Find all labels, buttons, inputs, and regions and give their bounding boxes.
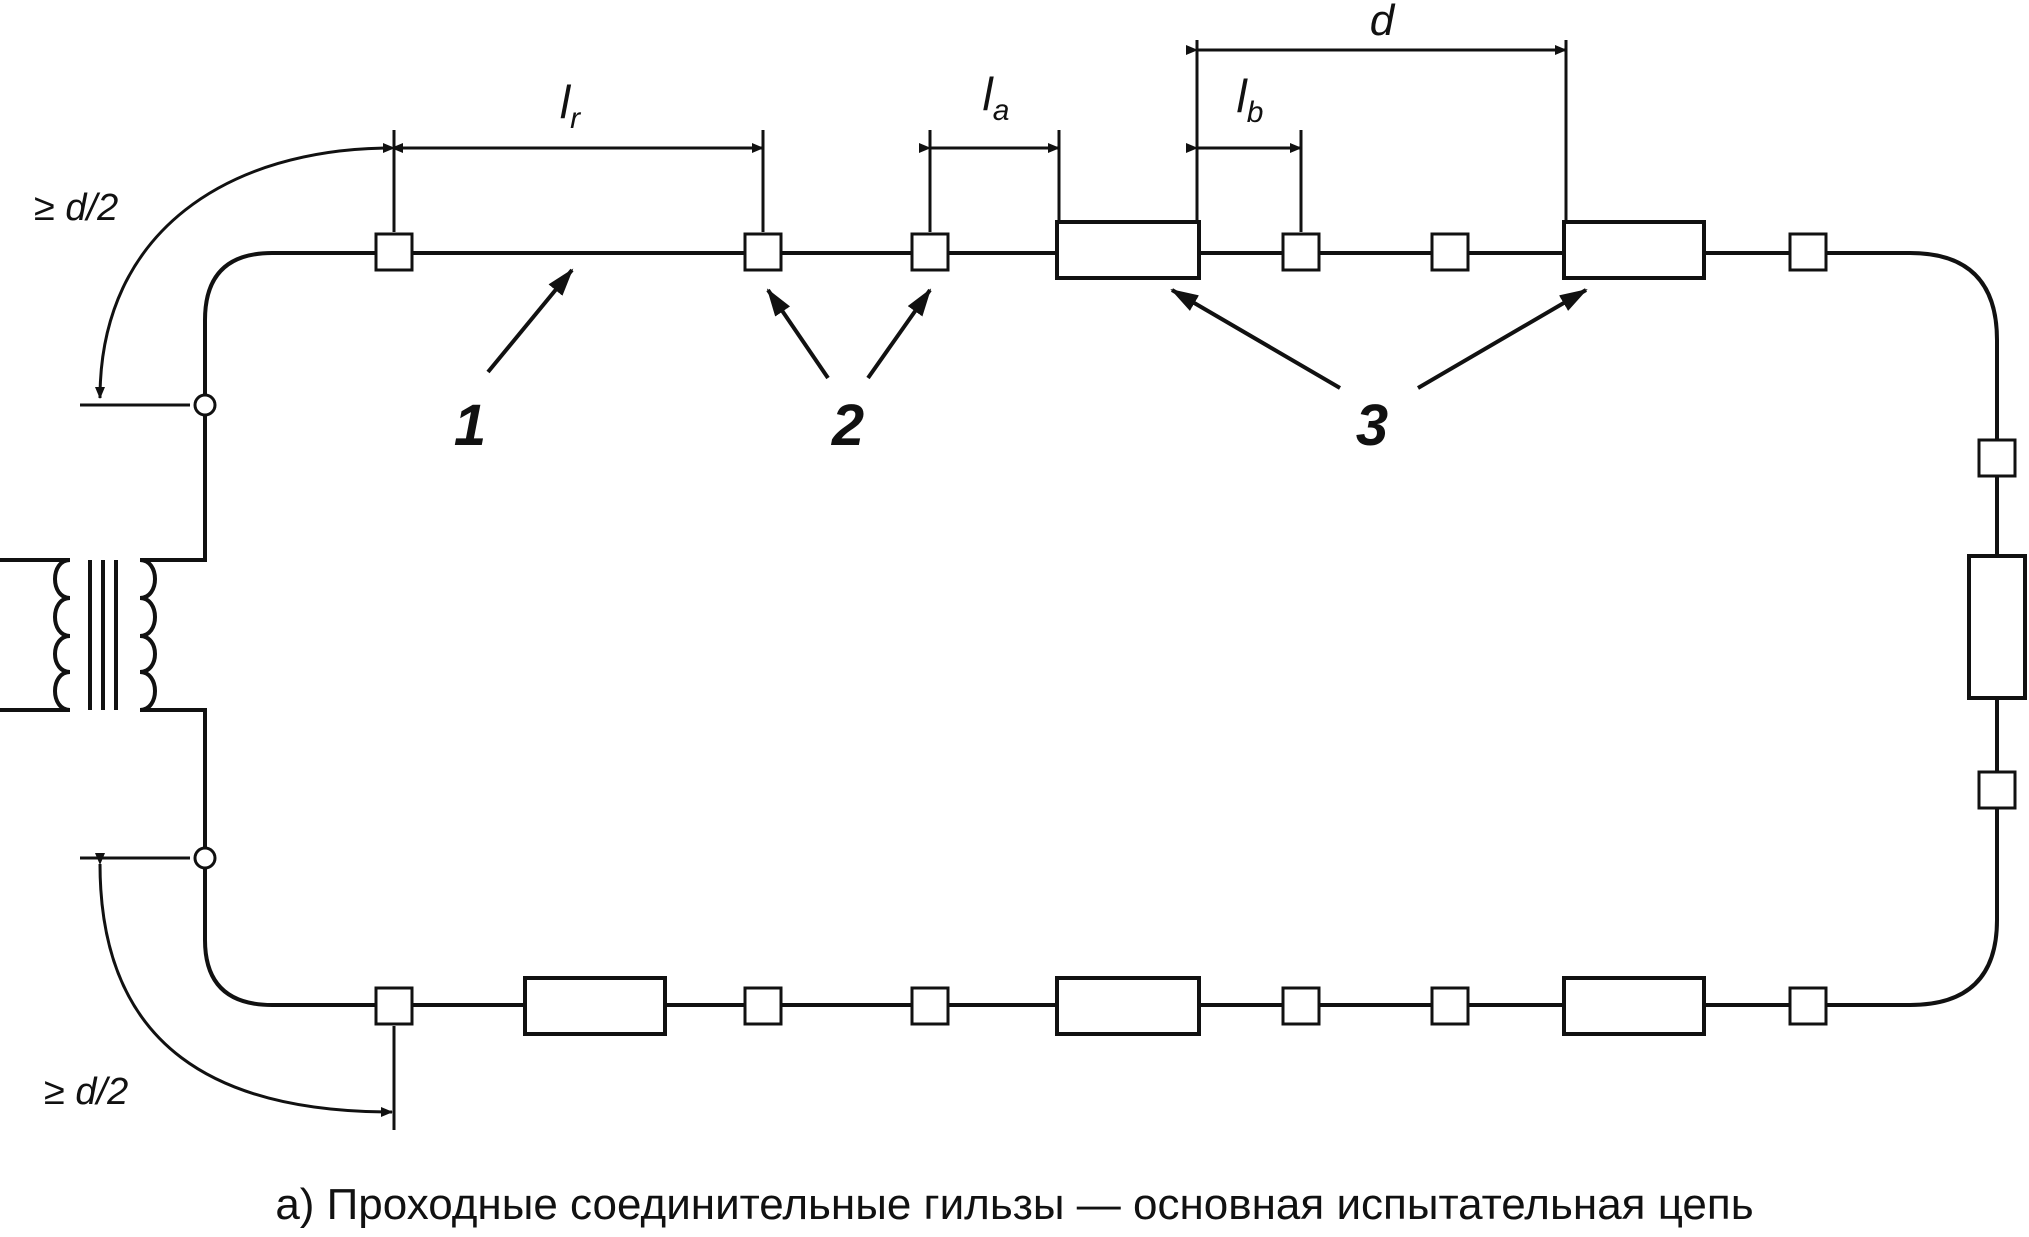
label-bottom-left-distance: ≥ d/2: [44, 1071, 128, 1113]
conductor-loop: [203, 251, 1999, 1007]
dim-top-left-curve: [95, 142, 404, 399]
joint-sleeve: [1562, 976, 1706, 1036]
callout-2: 2: [831, 393, 864, 458]
joint-sleeve: [1967, 554, 2027, 700]
label-top-left-distance: ≥ d/2: [34, 187, 118, 229]
terminal-top: [193, 393, 217, 417]
transformer-symbol: [0, 558, 157, 712]
connector-small: [1281, 232, 1321, 272]
connector-small: [1430, 986, 1470, 1026]
connector-small: [1281, 986, 1321, 1026]
connector-small: [910, 232, 950, 272]
connector-small: [374, 986, 414, 1026]
callout-3-arrow-a: [1170, 288, 1342, 390]
joint-sleeve: [523, 976, 667, 1036]
connector-small: [1788, 232, 1828, 272]
connector-small: [743, 986, 783, 1026]
callout-3: 3: [1356, 393, 1388, 458]
label-lr: lr: [560, 76, 581, 135]
callout-2-arrow-a: [766, 288, 830, 380]
connector-small: [1977, 438, 2017, 478]
connector-small: [1430, 232, 1470, 272]
dim-bottom-left-curve: [94, 852, 393, 1117]
connector-small: [743, 232, 783, 272]
connector-small: [910, 986, 950, 1026]
joint-sleeve: [1055, 220, 1201, 280]
connector-small: [1977, 770, 2017, 810]
connector-small: [1788, 986, 1828, 1026]
callout-1: 1: [454, 393, 486, 458]
transformer-lead-top: [140, 405, 207, 562]
label-la: la: [983, 68, 1010, 127]
callout-2-arrow-b: [866, 288, 932, 380]
callout-1-arrow: [486, 268, 574, 374]
terminal-bottom: [193, 846, 217, 870]
figure-caption: а) Проходные соединительные гильзы — осн…: [275, 1180, 1754, 1229]
joint-sleeve: [1055, 976, 1201, 1036]
callout-3-arrow-b: [1416, 288, 1588, 390]
label-lb: lb: [1237, 70, 1264, 129]
label-d: d: [1370, 0, 1396, 45]
joint-sleeve: [1562, 220, 1706, 280]
transformer-lead-bottom: [140, 708, 207, 858]
connector-small: [374, 232, 414, 272]
